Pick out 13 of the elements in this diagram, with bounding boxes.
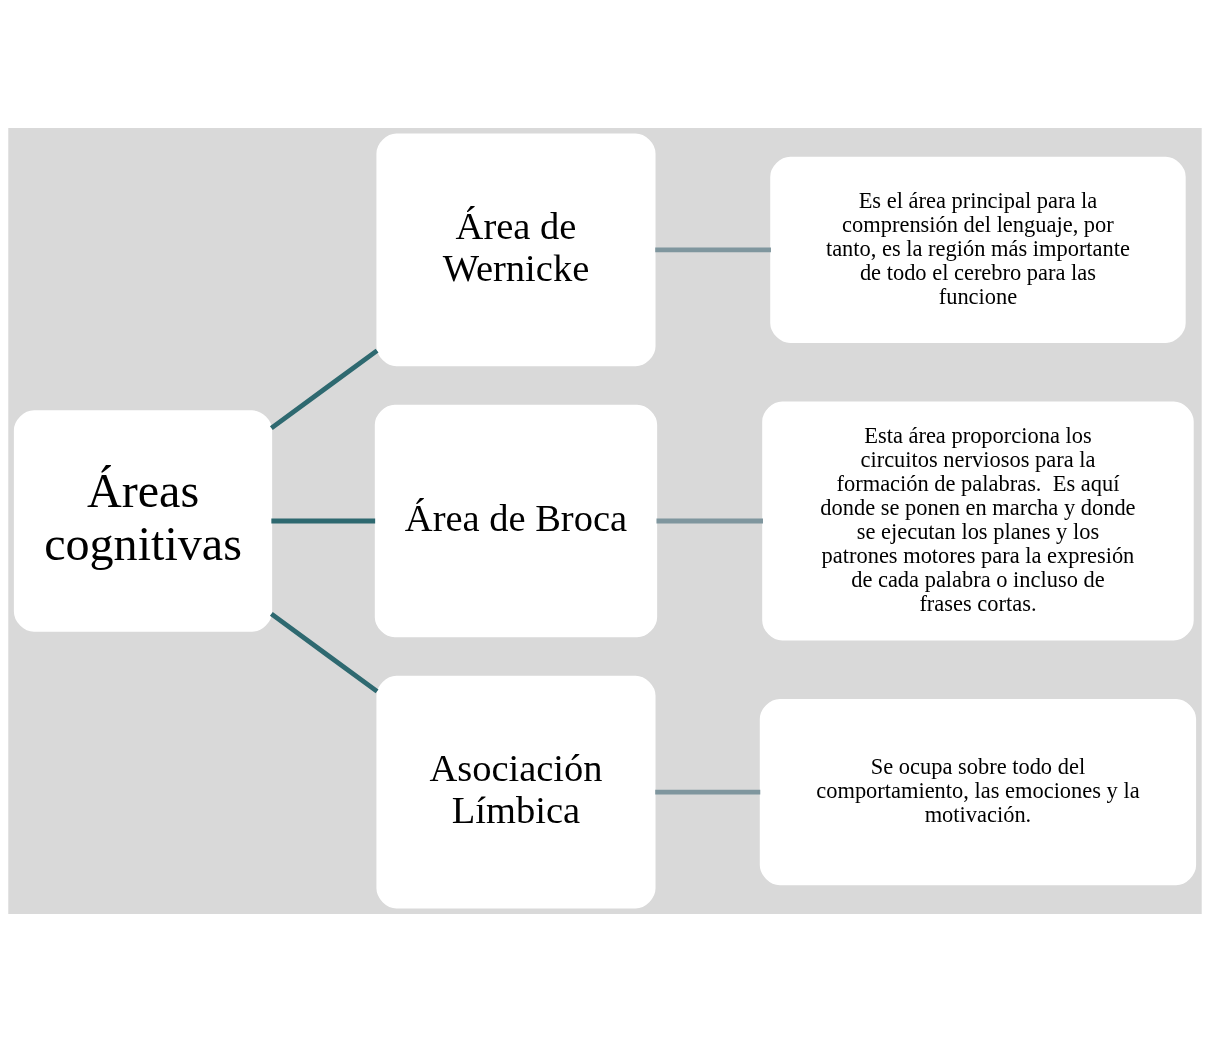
connector	[656, 518, 763, 524]
node-box: Asociación Límbica	[376, 675, 656, 909]
node-box: Es el área principal para la comprensión del lenguaje, por tanto, es la región más importante de todo el cerebro para las funcione	[770, 156, 1186, 343]
connector	[269, 611, 379, 694]
connector	[271, 518, 376, 524]
node-box: Áreas cognitivas	[13, 410, 273, 632]
connector	[655, 247, 771, 253]
node-box: Se ocupa sobre todo del comportamiento, las emociones y la motivación.	[759, 699, 1197, 886]
node-box: Esta área proporciona los circuitos nerviosos para la formación de palabras. Es aquí donde se ponen en marcha y donde se ejecutan los planes y los patrones motores para la expresión de cada palabra o incluso de frases cortas.	[762, 401, 1194, 641]
node-box: Área de Broca	[374, 404, 658, 638]
node-box: Área de Wernicke	[376, 133, 656, 367]
connector	[269, 348, 379, 431]
connector	[655, 789, 761, 795]
